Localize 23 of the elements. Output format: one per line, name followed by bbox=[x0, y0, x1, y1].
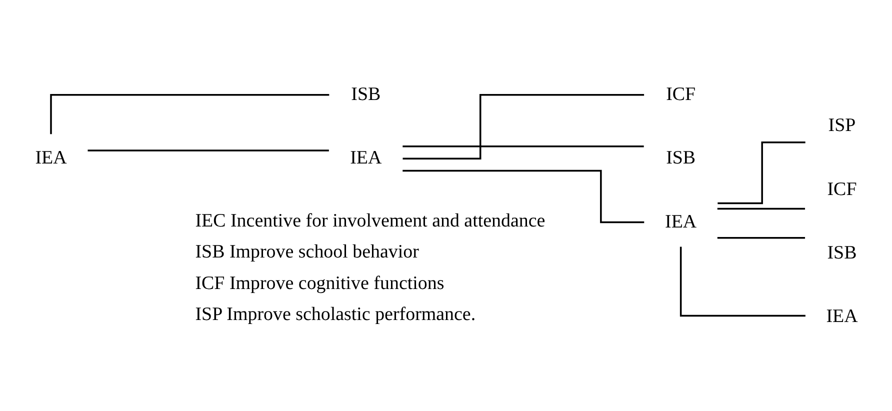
node-text: ISB bbox=[826, 242, 856, 263]
label: ICF Improve cognitive functions bbox=[194, 272, 444, 294]
connector bbox=[87, 149, 328, 151]
node-text: ISP bbox=[828, 114, 856, 136]
node-text: IEA bbox=[664, 210, 696, 232]
connector bbox=[402, 169, 644, 223]
node-text: IEA bbox=[350, 147, 382, 168]
node-text: IEA bbox=[34, 147, 66, 168]
label: ISB Improve school behavior bbox=[194, 241, 418, 262]
node-text: ICF bbox=[666, 83, 696, 104]
label: ISP Improve scholastic performance. bbox=[194, 304, 476, 325]
node-text: IEA bbox=[826, 306, 858, 327]
connector bbox=[402, 94, 644, 159]
connector bbox=[679, 246, 805, 316]
connector bbox=[716, 236, 805, 238]
connector bbox=[717, 140, 805, 204]
connector bbox=[50, 94, 329, 134]
node-text: ICF bbox=[826, 178, 856, 200]
node-text: ISB bbox=[350, 83, 380, 104]
connector bbox=[716, 207, 805, 210]
connector bbox=[402, 145, 644, 147]
label: IEC Incentive for involvement and attendance bbox=[194, 210, 545, 232]
node-text: ISB bbox=[666, 147, 696, 168]
